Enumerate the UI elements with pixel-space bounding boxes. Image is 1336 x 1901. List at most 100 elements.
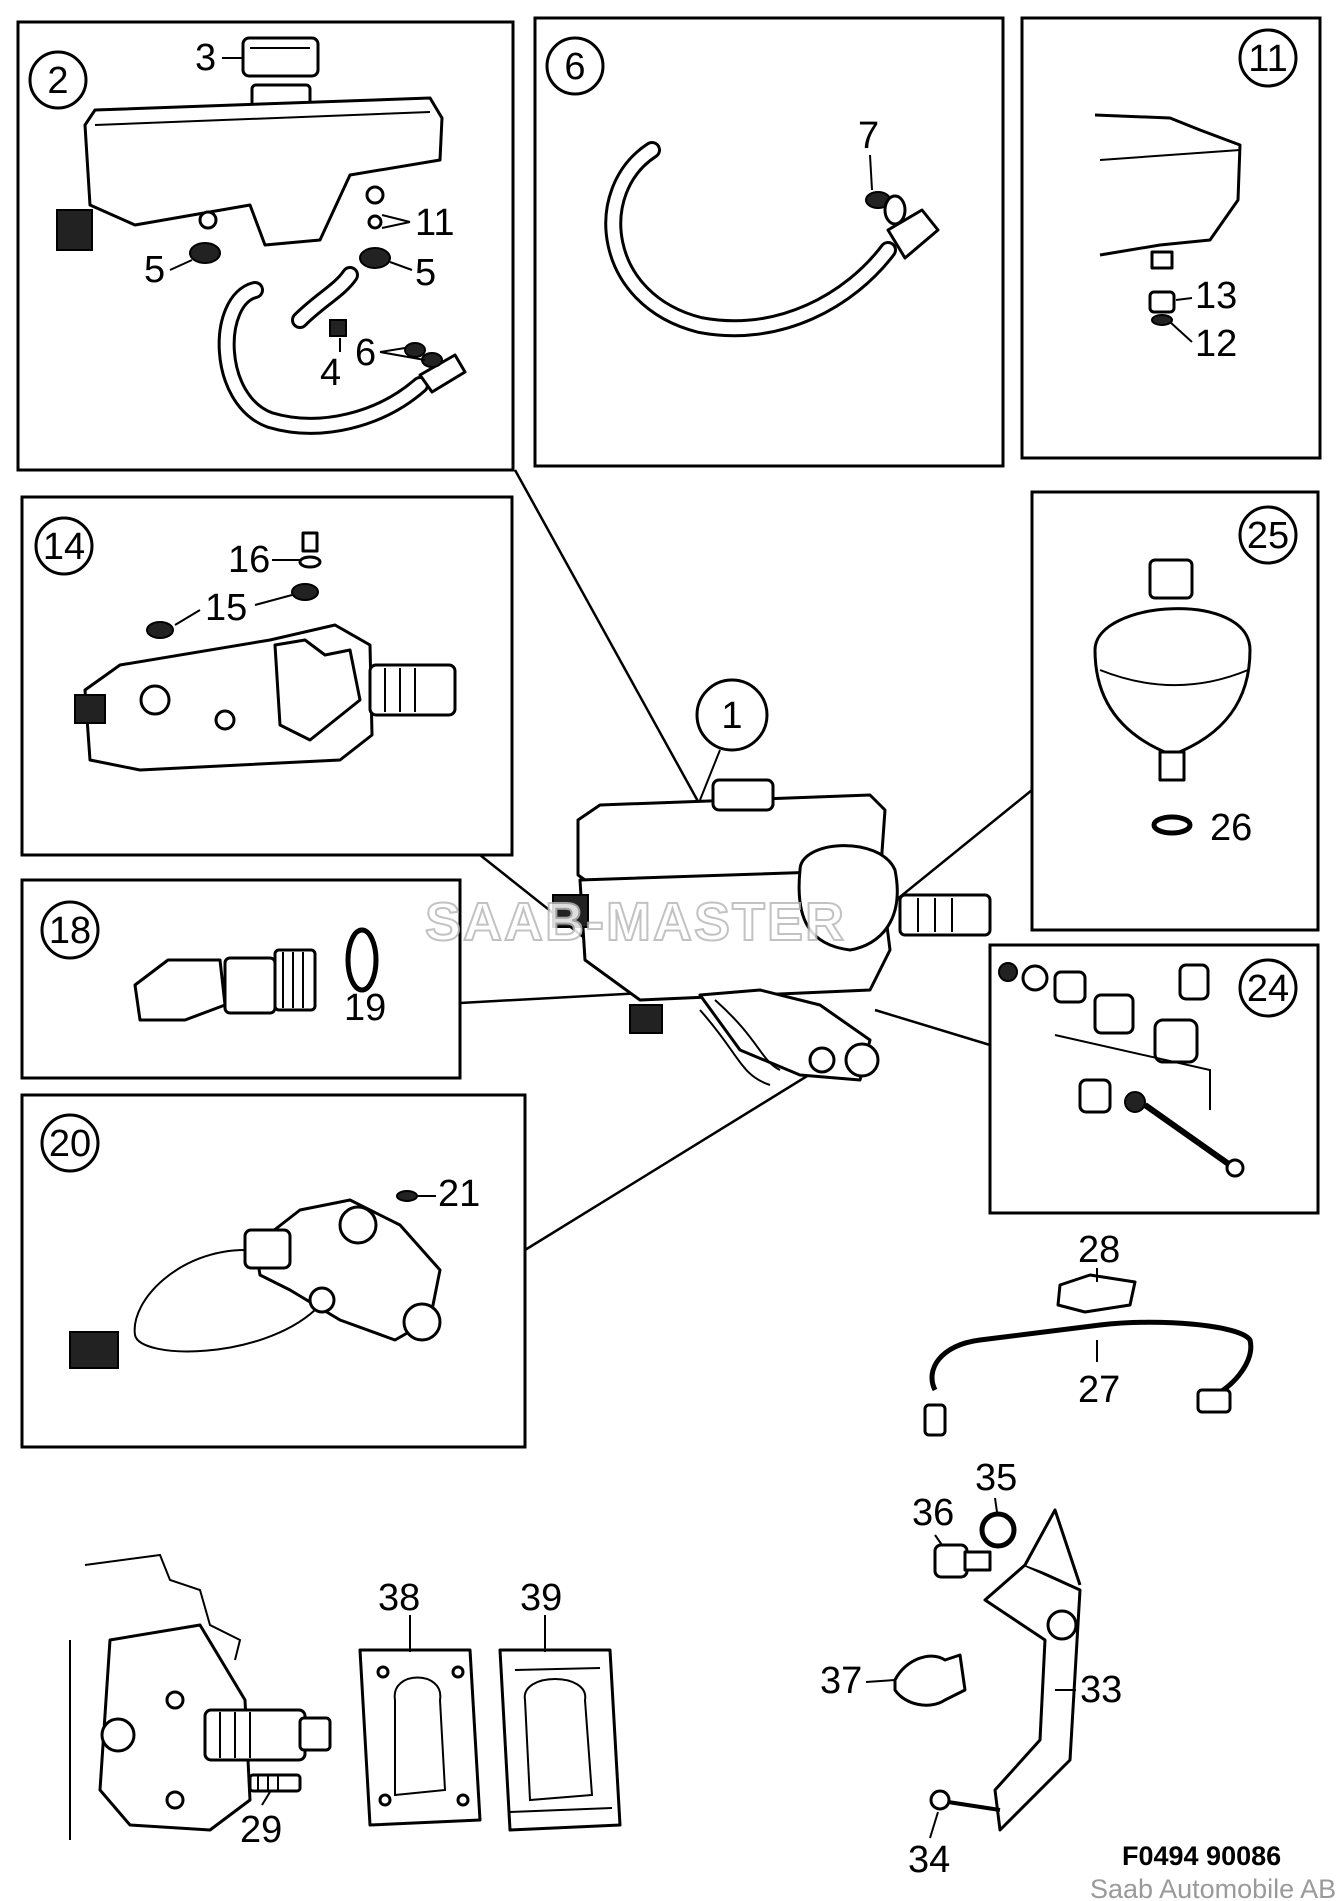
detail-box-20: 20 21 [20,1093,527,1449]
callout-20: 20 [49,1123,91,1165]
label-5a: 5 [144,249,165,291]
label-3: 3 [195,37,216,79]
elbow-6 [886,208,940,260]
firewall-assembly: 38 39 29 [69,1553,622,1851]
flange-hole-a [100,1717,136,1753]
callout-circle-24 [1238,958,1298,1018]
brake-line: 28 27 [923,1229,1254,1437]
box-25-frame [1030,490,1320,932]
callout-circle-6 [545,36,605,96]
callout-circle-25 [1238,505,1298,565]
gasket-39 [498,1648,622,1832]
callout-circle-2 [28,50,88,110]
accumulator-top [1148,558,1194,600]
seal-21 [396,1190,418,1202]
seal-15b [291,583,319,601]
label-7: 7 [858,115,879,157]
figure-code: F0494 90086 [1122,1841,1281,1871]
switch-sensor [243,1228,292,1270]
main-assembly: 1 [552,678,992,1086]
box-24-frame [988,943,1320,1215]
callout-circle-14 [34,516,94,576]
detail-box-14: 14 16 15 [20,495,514,857]
connector-24b [874,1008,991,1047]
detail-box-24: 24 [988,943,1320,1215]
hose-elbow [418,353,467,394]
bracket-assembly: 35 36 37 33 34 [820,1457,1122,1881]
detail-box-25: 25 26 [1030,490,1320,932]
main-cap [711,778,775,812]
reservoir-11 [1094,113,1242,257]
label-15: 15 [205,587,247,629]
booster-flange [98,1623,252,1832]
copyright-credit: Saab Automobile AB [1090,1874,1336,1901]
clip-28 [1056,1273,1137,1314]
washer-35 [979,1511,1017,1549]
label-13: 13 [1195,275,1237,317]
hose-clip [329,319,347,337]
filler-cap [241,36,320,78]
label-28: 28 [1078,1229,1120,1271]
connector-2 [513,469,702,806]
label-27: 27 [1078,1369,1120,1411]
watermark: SAAB-MASTER [425,892,846,952]
label-37: 37 [820,1660,862,1702]
valve-spindle [368,663,457,717]
bolt-36 [933,1543,969,1579]
main-accumulator [797,844,899,952]
label-35: 35 [975,1457,1017,1499]
label-38: 38 [378,1577,420,1619]
line-fitting-b [1196,1388,1232,1414]
switch-port [338,1205,378,1245]
callout-18: 18 [49,910,91,952]
callout-circle-1 [695,678,769,752]
seal-13 [1148,290,1176,314]
grommet-left [189,242,221,264]
kit-piston [1093,993,1135,1035]
connector-25 [889,789,1033,906]
washer-12 [1151,314,1173,326]
pushrod-boot [898,893,992,937]
label-19: 19 [344,987,386,1029]
box-20-frame [20,1093,527,1449]
callout-circle-20 [40,1113,100,1173]
main-connector-a [552,894,589,928]
callout-circle-11 [1238,28,1298,88]
grommet-right [359,247,391,269]
connector-lines [459,469,1033,1252]
box-18-frame [20,878,462,1080]
o-ring-26 [1151,814,1193,836]
box-2-frame [16,20,515,472]
sensor-body [223,956,277,1015]
pressure-switch-main [698,988,872,1082]
switch-connector [69,1331,119,1369]
label-29: 29 [240,1809,282,1851]
label-5b: 5 [415,252,436,294]
detail-box-2: 2 3 5 11 5 4 6 [16,20,515,472]
label-16: 16 [228,539,270,581]
callout-2: 2 [47,60,68,102]
connector-20 [524,1063,826,1252]
gasket-38 [358,1648,482,1827]
label-33: 33 [1080,1669,1122,1711]
seal-15a [146,621,174,639]
callout-24: 24 [1247,968,1289,1010]
stub-11 [1150,250,1174,270]
valve-body [273,638,362,742]
callout-25: 25 [1247,515,1289,557]
clip-37 [893,1653,967,1707]
callout-1: 1 [721,695,742,737]
main-connector-b [629,1004,663,1034]
accumulator-thread [1158,750,1186,782]
label-36: 36 [912,1492,954,1534]
detail-box-18: 18 19 [20,878,462,1080]
o-ring-19 [345,927,379,993]
connector-18 [459,990,661,1005]
reservoir-tank [83,96,444,247]
screw-34 [929,1789,951,1811]
kit-seal-a [998,962,1018,982]
label-4: 4 [320,352,341,394]
box-6-frame [533,16,1005,468]
detail-box-6: 6 7 [533,16,1005,468]
